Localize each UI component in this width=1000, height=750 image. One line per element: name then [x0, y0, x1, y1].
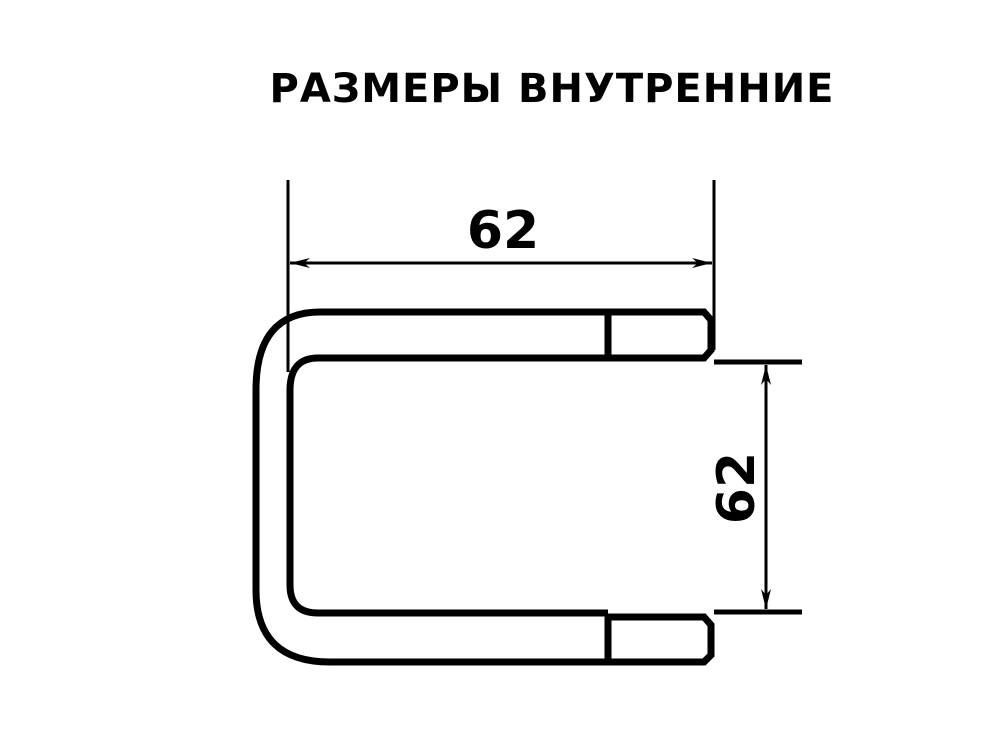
u-bolt-inner-contour — [286, 354, 608, 617]
height-dimension-label: 62 — [707, 452, 767, 524]
diagram-title: РАЗМЕРЫ ВНУТРЕННИЕ — [269, 66, 835, 112]
threaded-end-top — [604, 308, 715, 362]
width-dimension-label: 62 — [467, 201, 539, 261]
u-bolt-outer-contour — [252, 308, 608, 666]
threaded-end-bottom — [604, 613, 715, 666]
